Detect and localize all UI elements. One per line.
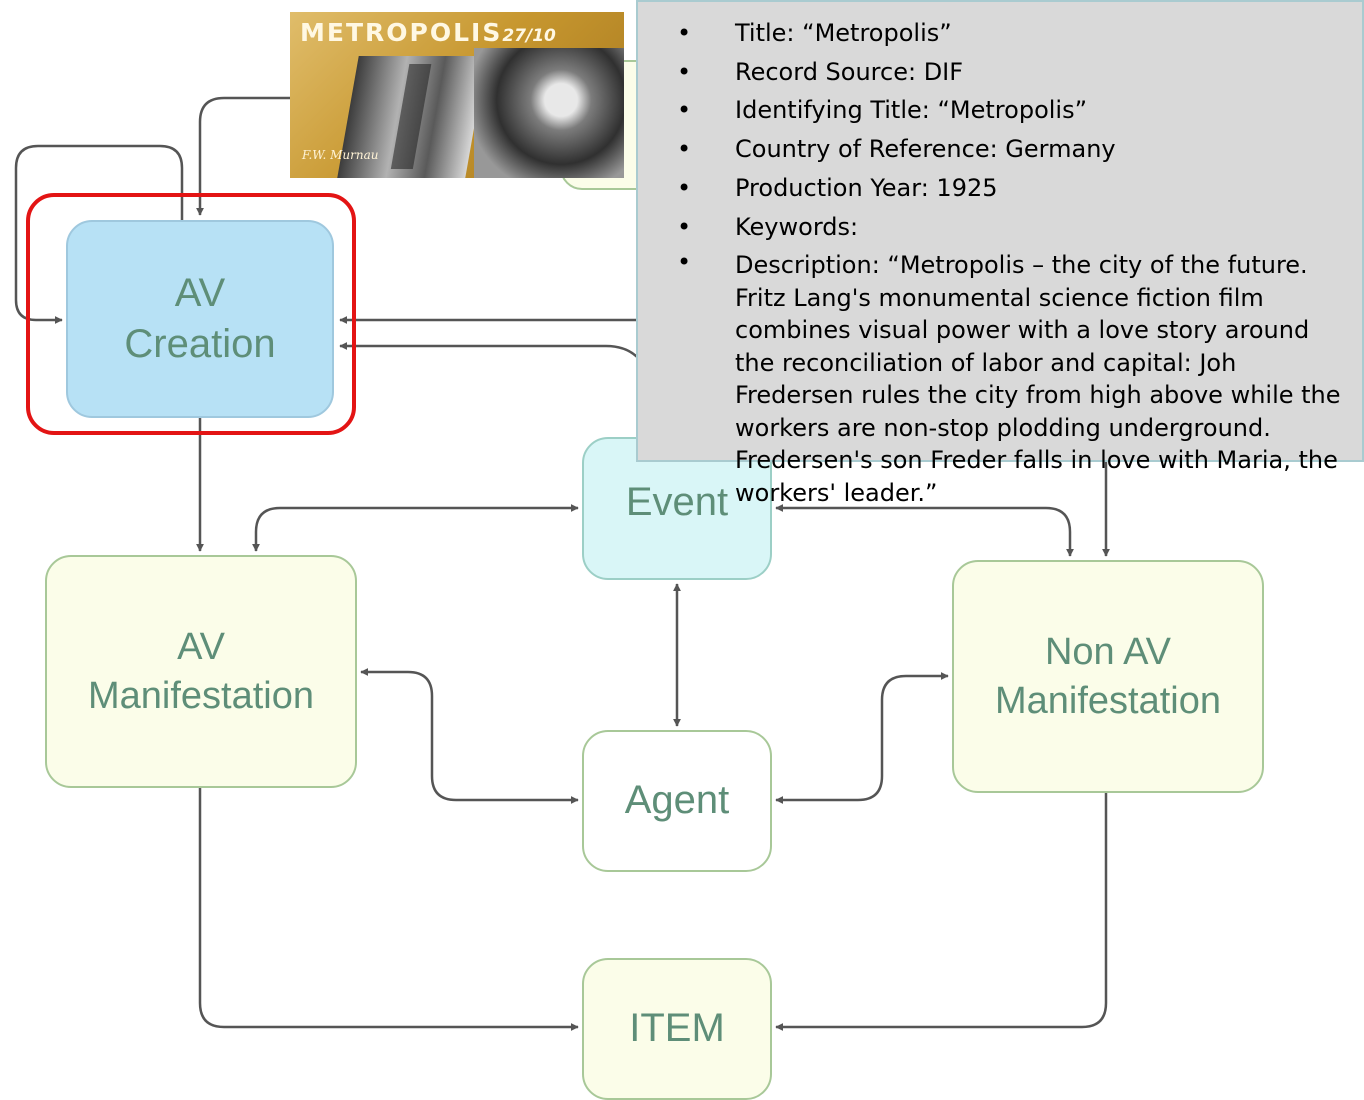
connector-top-to-av-creation — [196, 96, 295, 216]
metropolis-poster-image: METROPOLIS27/10 F.W. Murnau — [290, 12, 624, 178]
info-item-title: Title: “Metropolis” — [638, 14, 1354, 53]
node-label: Agent — [624, 778, 730, 823]
highlight-frame — [26, 193, 356, 435]
node-label-line: AV — [177, 625, 225, 668]
connector-right-to-av-creation-2 — [339, 342, 641, 361]
poster-title-text: METROPOLIS — [300, 18, 503, 47]
info-item-keywords: Keywords: — [638, 208, 1354, 247]
info-item-record-source: Record Source: DIF — [638, 53, 1354, 92]
node-label-line: AV — [174, 270, 226, 315]
node-label-line: Creation — [124, 322, 276, 366]
node-label: ITEM — [629, 1006, 725, 1051]
connector-non-av-manifestation-agent — [775, 672, 949, 804]
node-item[interactable]: ITEM — [582, 958, 772, 1100]
connector-non-av-manifestation-item — [775, 793, 1108, 1031]
node-non-av-manifestation[interactable]: Non AV Manifestation — [952, 560, 1264, 793]
info-item-country: Country of Reference: Germany — [638, 130, 1354, 169]
node-av-creation[interactable]: AV Creation — [66, 220, 334, 418]
info-item-description: Description: “Metropolis – the city of t… — [638, 246, 1354, 509]
record-info-list: Title: “Metropolis” Record Source: DIF I… — [638, 14, 1354, 509]
poster-art-collage — [474, 48, 624, 178]
node-label-line: Non AV — [1044, 630, 1172, 673]
poster-signature: F.W. Murnau — [302, 148, 379, 162]
connector-event-non-av-manifestation — [775, 504, 1074, 557]
node-label-line: Manifestation — [87, 674, 314, 717]
node-av-manifestation[interactable]: AV Manifestation — [45, 555, 357, 788]
info-item-identifying-title: Identifying Title: “Metropolis” — [638, 91, 1354, 130]
poster-date: 27/10 — [502, 26, 556, 46]
connector-event-av-manifestation — [252, 504, 579, 552]
node-agent[interactable]: Agent — [582, 730, 772, 872]
poster-title: METROPOLIS27/10 — [300, 18, 556, 47]
record-info-panel: Title: “Metropolis” Record Source: DIF I… — [636, 0, 1364, 507]
connector-av-manifestation-agent — [360, 668, 579, 804]
info-item-production-year: Production Year: 1925 — [638, 169, 1354, 208]
node-label-line: Manifestation — [994, 679, 1221, 722]
connector-self-loop-av-creation — [14, 144, 184, 324]
connector-av-manifestation-item — [198, 788, 579, 1031]
